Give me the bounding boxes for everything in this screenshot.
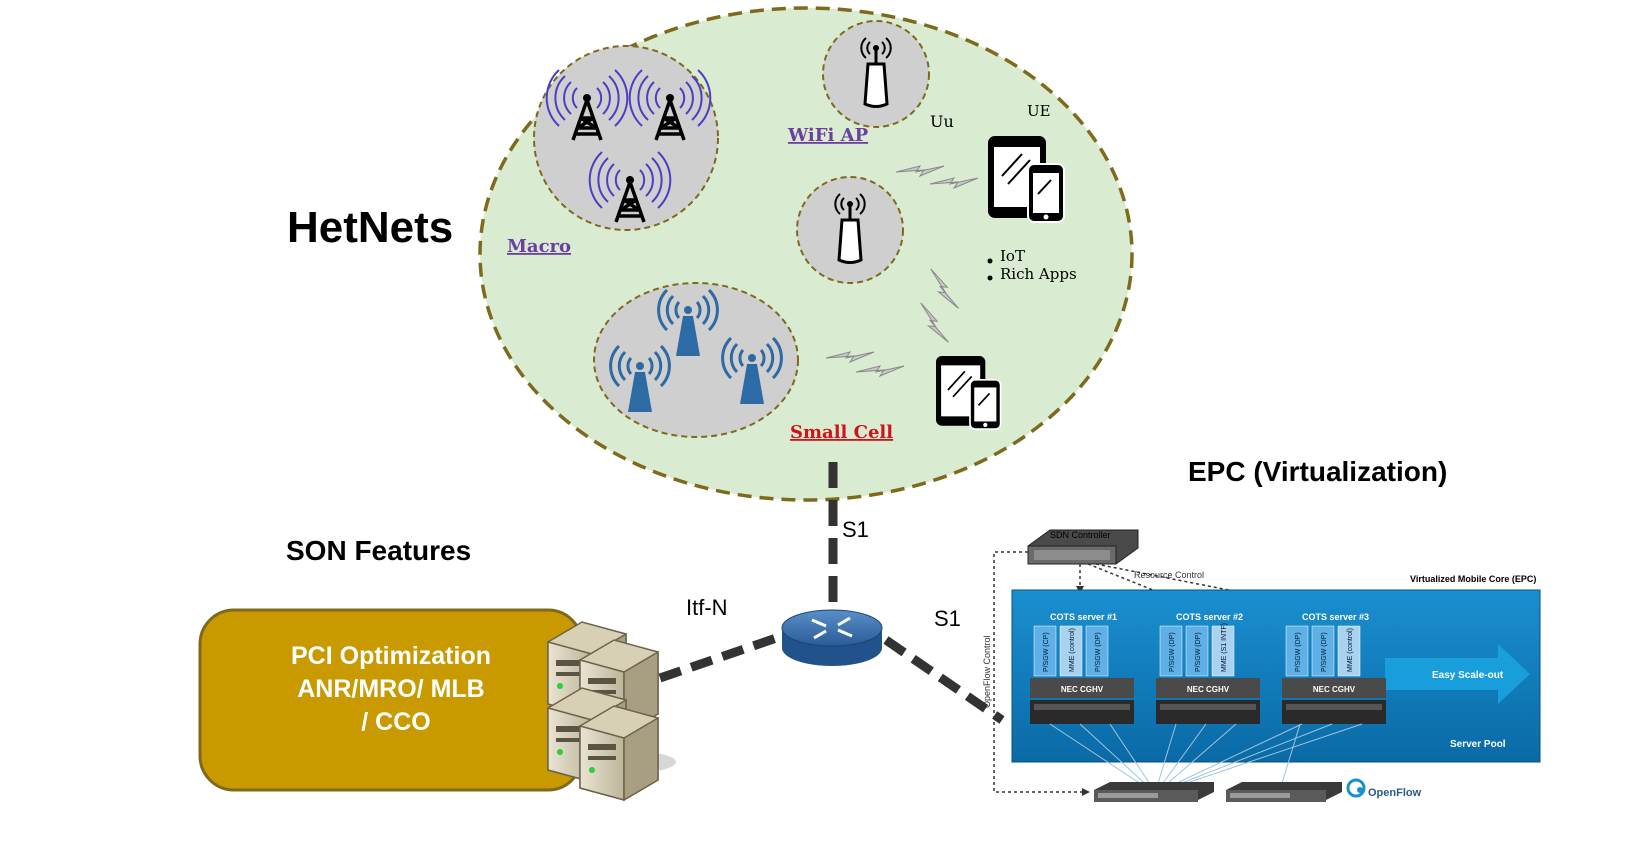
cots-server-name: COTS server #1 — [1050, 612, 1117, 622]
openflow-control-path — [993, 551, 1082, 793]
son-features-title: SON Features — [286, 535, 471, 566]
cots-server-2: COTS server #2 NEC CGHV — [1156, 612, 1260, 724]
module-label: MME (S1 INTF) — [1221, 623, 1228, 672]
s1-label-top: S1 — [842, 517, 869, 542]
openflow-switch-icon — [1226, 782, 1342, 802]
module-labels: P/SGW (CP) MME (control) P/SGW (DP) P/SG… — [1043, 623, 1354, 672]
openflow-logo-text: OpenFlow — [1368, 787, 1422, 799]
scale-out-arrow — [1385, 644, 1530, 704]
resource-control-arrows — [1079, 563, 1301, 605]
itf-n-link — [658, 629, 790, 683]
s1-link-epc — [883, 636, 1005, 724]
ue-label: UE — [1027, 102, 1051, 120]
module-label: P/SGW (DP) — [1169, 632, 1176, 672]
son-line-1: PCI Optimization — [291, 642, 491, 670]
cots-server-3: COTS server #3 NEC CGHV — [1282, 612, 1386, 724]
openflow-switch-icon — [1094, 782, 1214, 802]
itf-n-label: Itf-N — [686, 595, 728, 620]
hetnets-title: HetNets — [287, 203, 453, 252]
openflow-logo: OpenFlow — [1346, 778, 1422, 799]
sdn-controller-label: SDN Controller — [1050, 530, 1111, 540]
cots-server-1: COTS server #1 NEC CGHV — [1030, 612, 1134, 724]
small-cell-cluster — [593, 282, 799, 438]
son-server-icon — [547, 621, 676, 801]
router-icon — [781, 609, 883, 666]
bullet-rich-apps: Rich Apps — [1000, 265, 1077, 283]
module-label: P/SGW (DP) — [1095, 632, 1102, 672]
hypervisor-label: NEC CGHV — [1187, 685, 1230, 694]
module-label: P/SGW (DP) — [1321, 632, 1328, 672]
cots-server-name: COTS server #3 — [1302, 612, 1369, 622]
son-line-2: ANR/MRO/ MLB — [297, 675, 484, 703]
pool-connection-lines — [1049, 723, 1363, 791]
s1-label-right: S1 — [934, 606, 961, 631]
module-label: P/SGW (DP) — [1295, 632, 1302, 672]
scale-out-label: Easy Scale-out — [1432, 670, 1504, 681]
hypervisor-label: NEC CGHV — [1313, 685, 1356, 694]
bullet-dot — [987, 258, 993, 264]
hypervisor-label: NEC CGHV — [1061, 685, 1104, 694]
macro-label: Macro — [507, 236, 571, 257]
epc-title: EPC (Virtualization) — [1188, 456, 1447, 487]
module-label: P/SGW (DP) — [1195, 632, 1202, 672]
resource-control-label: Resource Control — [1134, 570, 1204, 580]
openflow-control-label: OpenFlow Control — [982, 635, 992, 708]
module-label: MME (control) — [1069, 628, 1076, 672]
wifi-ap-label: WiFi AP — [787, 125, 869, 146]
small-cell-label: Small Cell — [790, 422, 893, 443]
son-line-3: / CCO — [361, 708, 430, 736]
macro-cell — [533, 45, 719, 231]
uu-label: Uu — [930, 112, 954, 131]
module-label: MME (control) — [1347, 628, 1354, 672]
small-ap-cell — [796, 176, 904, 284]
bullet-iot: IoT — [1000, 247, 1025, 265]
wifi-ap-cell — [822, 20, 930, 128]
cots-server-name: COTS server #2 — [1176, 612, 1243, 622]
sdn-controller-icon — [1027, 529, 1139, 565]
bullet-dot — [987, 275, 993, 281]
server-pool-label: Server Pool — [1450, 739, 1506, 750]
module-label: P/SGW (CP) — [1043, 632, 1050, 672]
epc-core-title: Virtualized Mobile Core (EPC) — [1410, 574, 1536, 584]
